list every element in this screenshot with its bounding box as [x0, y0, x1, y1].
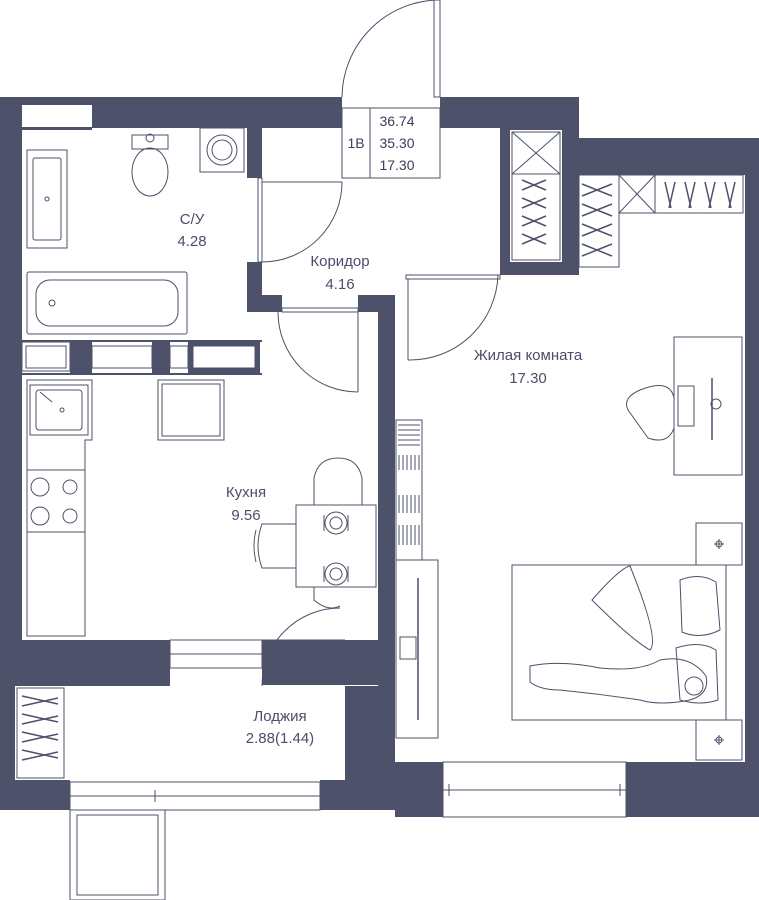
wardrobe-corridor	[511, 131, 561, 261]
living-window	[442, 761, 627, 818]
living-area-total: 35.30	[379, 135, 414, 151]
corridor-area: 4.16	[325, 276, 354, 293]
kitchen-door[interactable]	[277, 307, 359, 393]
loggia-name: Лоджия	[253, 708, 306, 725]
bathroom-fixtures	[26, 127, 245, 335]
kitchen-name: Кухня	[226, 484, 266, 501]
living-name: Жилая комната	[474, 347, 583, 364]
total-area: 36.74	[379, 113, 414, 129]
loggia-fixtures	[16, 687, 321, 900]
partition-blocks	[21, 341, 260, 373]
kitchen-fixtures	[26, 379, 377, 637]
wardrobe-living	[578, 174, 744, 268]
apartment-info: 1В 36.74 35.30 17.30	[341, 107, 441, 179]
loggia-area: 2.88(1.44)	[246, 730, 314, 747]
living-door[interactable]	[405, 274, 501, 361]
living-fixtures	[395, 336, 743, 761]
bathroom-door[interactable]	[257, 177, 343, 263]
bathroom-area: 4.28	[177, 233, 206, 250]
loggia-door[interactable]	[169, 607, 345, 687]
entrance-door[interactable]	[341, 0, 441, 98]
bathroom-name: С/У	[180, 211, 205, 228]
living-area: 17.30	[379, 157, 414, 173]
corridor-name: Коридор	[310, 253, 369, 270]
kitchen-area: 9.56	[231, 507, 260, 524]
room-labels: С/У 4.28 Коридор 4.16 Жилая комната 17.3…	[177, 211, 582, 747]
apartment-code: 1В	[347, 135, 364, 151]
living-area-label: 17.30	[509, 370, 547, 387]
